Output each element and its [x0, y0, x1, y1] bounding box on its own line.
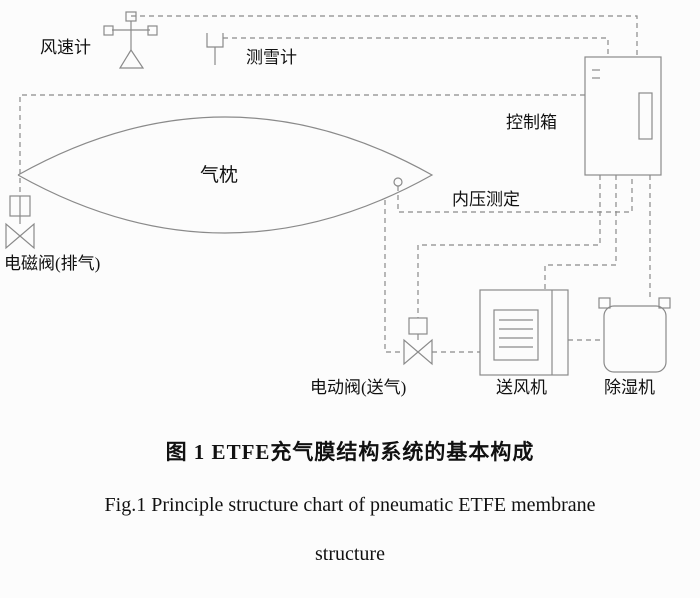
air-cushion-label: 气枕: [200, 164, 238, 186]
pressure-label: 内压测定: [452, 190, 520, 209]
figure-caption-en-line1: Fig.1 Principle structure chart of pneum…: [104, 494, 596, 516]
pipe-cushion-valve: [384, 200, 404, 353]
air-cushion: [17, 116, 434, 234]
control-box-label: 控制箱: [506, 113, 557, 132]
pressure-tap-icon: [393, 177, 403, 187]
snow-gauge-label: 测雪计: [246, 48, 297, 67]
line-anemometer-controlbox: [131, 15, 638, 57]
line-pressure-measure: [397, 175, 633, 213]
line-controlbox-solenoid: [19, 94, 585, 196]
figure-caption-zh: 图 1 ETFE充气膜结构系统的基本构成: [165, 440, 535, 464]
diagram-shapes: [5, 11, 671, 376]
solenoid-valve-label: 电磁阀(排气): [4, 254, 100, 273]
dehumidifier-icon: [598, 297, 671, 373]
anemometer-icon: [103, 11, 158, 69]
line-controlbox-blower: [544, 175, 617, 290]
line-controlbox-valve: [417, 175, 601, 318]
dehumidifier-label: 除湿机: [604, 378, 655, 397]
anemometer-label: 风速计: [40, 38, 91, 57]
line-snowgauge-controlbox: [223, 37, 609, 57]
electric-valve-icon: [403, 317, 433, 366]
blower-label: 送风机: [496, 378, 547, 397]
connection-lines: [19, 15, 651, 353]
figure-caption-en-line2: structure: [315, 543, 385, 565]
etfe-system-diagram: 风速计 测雪计 控制箱 气枕 内压测定 电磁阀(排气) 电动阀(送气) 送风机 …: [4, 11, 671, 397]
electric-valve-label: 电动阀(送气): [310, 378, 406, 397]
control-box: [584, 56, 662, 176]
diagram-labels: 风速计 测雪计 控制箱 气枕 内压测定 电磁阀(排气) 电动阀(送气) 送风机 …: [4, 38, 655, 397]
blower-box: [479, 289, 569, 376]
solenoid-valve-icon: [5, 195, 35, 250]
snow-gauge-icon: [206, 33, 224, 65]
